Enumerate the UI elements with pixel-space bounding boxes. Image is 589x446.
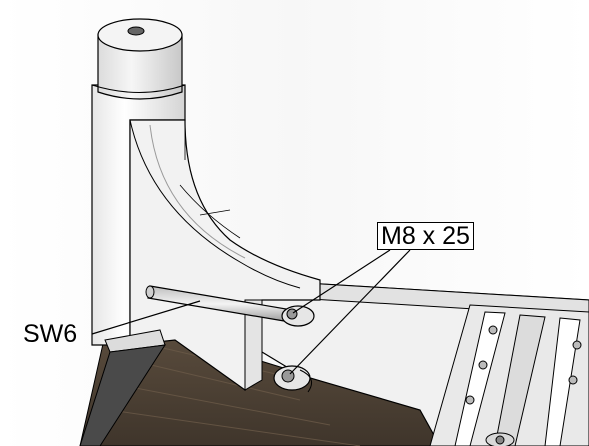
- leader-lines: [91, 249, 411, 375]
- bolt-upper: [281, 305, 315, 327]
- hex-key-callout: SW6: [23, 320, 78, 348]
- leg-post: [91, 18, 186, 346]
- bolt-size-callout: M8 x 25: [377, 222, 474, 250]
- foot-plate: [79, 329, 167, 446]
- leg-bracket: [129, 119, 321, 392]
